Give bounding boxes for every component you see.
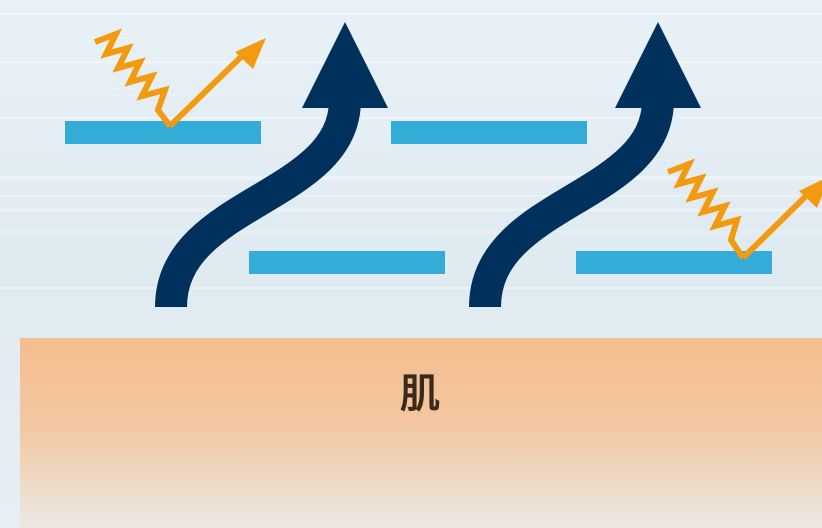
- zigzag-reflected-ray-icon: [93, 28, 266, 129]
- skin-layer: [20, 338, 822, 528]
- curved-up-arrow-icon: [155, 22, 388, 309]
- barrier-bar-bottom-left: [249, 251, 445, 274]
- barrier-bar-bottom-right: [576, 251, 772, 274]
- zigzag-reflected-ray-icon: [666, 158, 822, 261]
- skin-label: 肌: [400, 371, 440, 417]
- barrier-bar-top-right: [391, 121, 587, 144]
- curved-up-arrow-icon: [469, 22, 701, 309]
- barrier-bar-top-left: [65, 121, 261, 144]
